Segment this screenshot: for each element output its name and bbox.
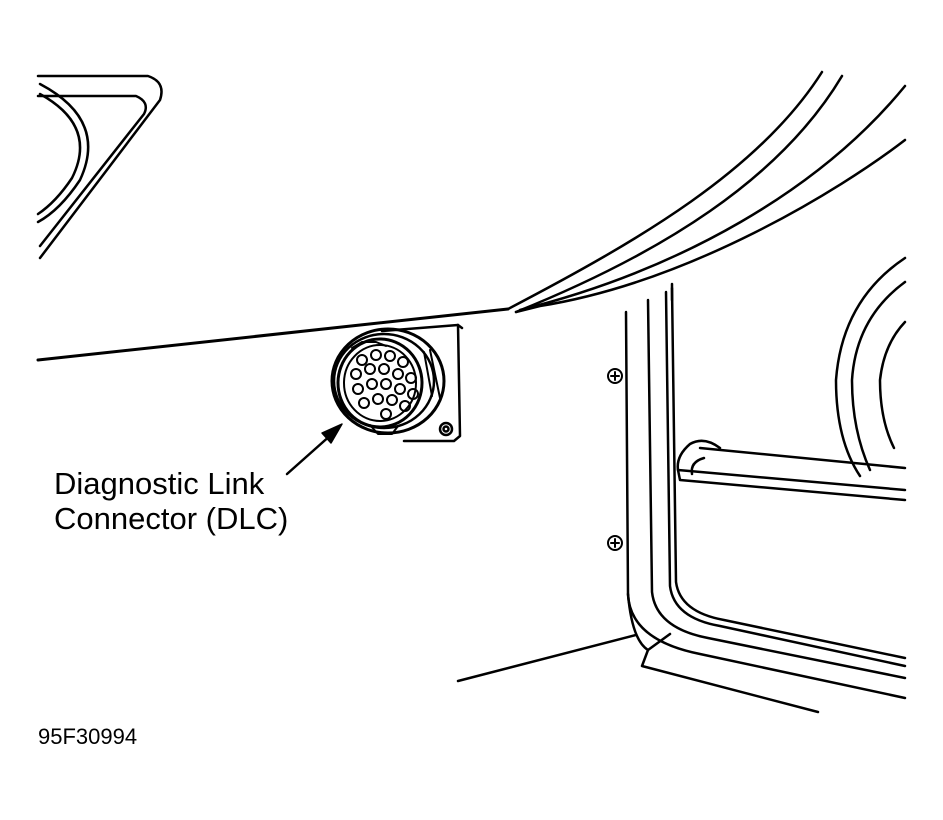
screw-lower bbox=[607, 535, 623, 551]
callout-line-2: Connector (DLC) bbox=[54, 501, 289, 536]
floor-line bbox=[456, 633, 638, 683]
dash-lower-edge bbox=[36, 307, 510, 362]
figure-id: 95F30994 bbox=[38, 724, 138, 749]
door-frame bbox=[624, 282, 907, 714]
dlc-callout-label: Diagnostic Link Connector (DLC) bbox=[54, 466, 288, 536]
callout-line-1: Diagnostic Link bbox=[54, 466, 265, 501]
sweeping-seal-curve bbox=[506, 70, 907, 314]
dlc-connector bbox=[330, 327, 446, 435]
cross-bar bbox=[676, 439, 907, 502]
dlc-mount-plate bbox=[380, 323, 464, 443]
right-arcs bbox=[834, 256, 907, 478]
callout-arrow bbox=[285, 423, 343, 476]
dlc-pins bbox=[350, 349, 419, 420]
screw-upper bbox=[607, 368, 623, 384]
upper-left-panel bbox=[36, 74, 163, 260]
